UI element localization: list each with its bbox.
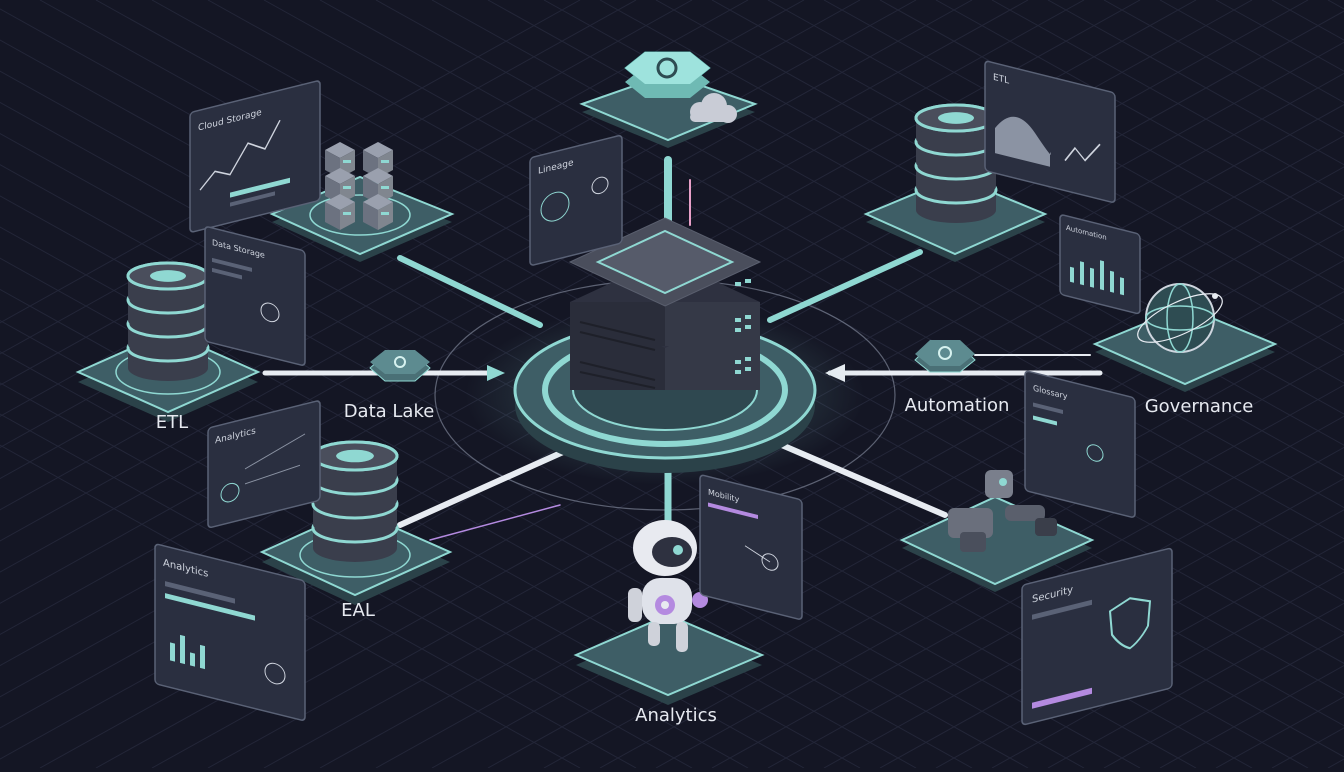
grid-line xyxy=(1327,0,1344,10)
panel-glossary: Glossary xyxy=(1024,370,1136,518)
cloud-node xyxy=(579,51,758,148)
label-data-lake: Data Lake xyxy=(344,401,435,422)
connector-to-cubes xyxy=(397,255,543,328)
grid-line xyxy=(1327,758,1344,769)
cloud-icon xyxy=(690,93,737,123)
grid-line xyxy=(655,0,1344,384)
hexagon-chip-icon xyxy=(624,51,711,98)
grid-line xyxy=(711,415,1344,769)
grid-line xyxy=(1271,727,1344,769)
grid-line xyxy=(0,0,693,386)
globe-icon xyxy=(1137,283,1223,353)
grid-line xyxy=(1271,0,1344,41)
grid-line xyxy=(0,0,1141,636)
governance-node xyxy=(1092,283,1278,392)
panel-automation: Automation xyxy=(1059,214,1141,315)
cube-stack-icon xyxy=(325,142,393,230)
grid-line xyxy=(319,197,1344,769)
panel-data-storage: Data Storage xyxy=(204,226,306,366)
analytics-node xyxy=(573,520,765,705)
robot-arm-icon xyxy=(948,470,1057,552)
connector-to-db-top-right xyxy=(767,249,923,323)
etl-node xyxy=(75,261,261,422)
cubes-node xyxy=(269,142,455,262)
data-lake-router xyxy=(369,350,431,382)
robot-icon xyxy=(628,520,708,652)
robot-arm-node xyxy=(899,470,1095,592)
grid-line xyxy=(0,0,749,417)
database-icon xyxy=(311,440,399,562)
grid-line xyxy=(935,0,1344,228)
panel-etl: ETL xyxy=(984,60,1116,203)
panel-title: ETL xyxy=(993,73,1010,87)
label-governance: Governance xyxy=(1145,396,1254,417)
grid-line xyxy=(1047,0,1344,166)
grid-line xyxy=(0,0,637,355)
grid-line xyxy=(0,413,637,769)
grid-line xyxy=(1047,602,1344,769)
grid-line xyxy=(263,166,1344,769)
grid-line xyxy=(599,353,1344,769)
panel-mobility: Mobility xyxy=(699,474,803,620)
label-eal: EAL xyxy=(341,600,375,621)
panel-analytics-side: Analytics xyxy=(207,400,321,529)
label-analytics: Analytics xyxy=(635,705,717,726)
grid-line xyxy=(0,0,581,324)
grid-line xyxy=(991,571,1344,769)
database-icon xyxy=(914,103,998,223)
panel-lineage: Lineage xyxy=(529,135,623,266)
grid-line xyxy=(991,0,1344,197)
grid-line xyxy=(1103,633,1344,769)
automation-router xyxy=(914,340,976,373)
grid-line xyxy=(207,135,1344,769)
label-etl: ETL xyxy=(156,412,188,433)
eal-node xyxy=(259,440,453,605)
shield-icon xyxy=(1108,597,1152,650)
label-automation: Automation xyxy=(905,395,1010,416)
panel-cloud-storage: Cloud Storage xyxy=(189,80,321,233)
grid-line xyxy=(655,384,1344,769)
database-icon xyxy=(126,261,210,381)
grid-line xyxy=(1103,0,1344,135)
db-top-right-node xyxy=(863,103,1048,262)
panel-security: Security xyxy=(1021,547,1173,726)
grid-line xyxy=(767,446,1344,769)
grid-line xyxy=(543,322,1344,769)
thin-flow-line xyxy=(429,504,561,541)
grid-line xyxy=(0,0,973,542)
panel-analytics-bottom: Analytics xyxy=(154,543,306,721)
grid-line xyxy=(0,444,581,769)
grid-line xyxy=(0,0,1085,604)
grid-line xyxy=(0,0,1029,573)
